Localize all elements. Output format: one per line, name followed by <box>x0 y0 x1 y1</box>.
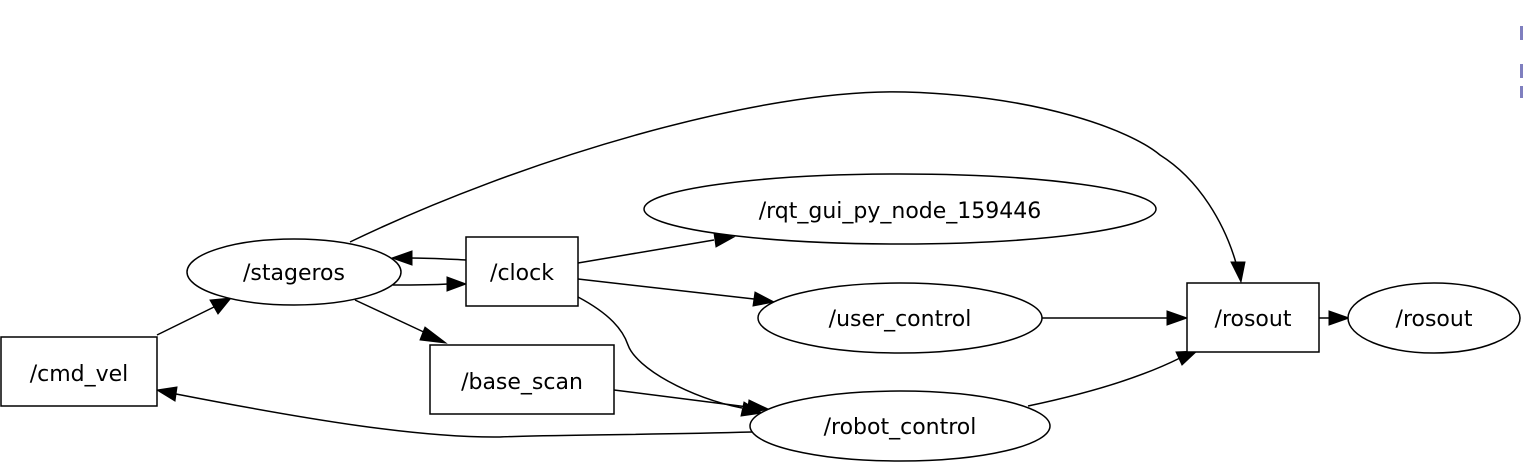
scroll-indicator-top[interactable] <box>1520 26 1523 40</box>
edge-stageros-to-rosout <box>349 91 1246 284</box>
ros-node-user-control[interactable]: /user_control <box>757 282 1043 354</box>
edge-rosout-topic-to-rosout-node <box>1319 310 1351 326</box>
ros-node-rqt-gui[interactable]: /rqt_gui_py_node_159446 <box>643 173 1157 245</box>
edge-stageros-to-clock <box>392 276 468 292</box>
edge-user-control-to-rosout <box>1042 310 1189 326</box>
topic-node-clock[interactable]: /clock <box>465 236 579 307</box>
node-label: /rosout <box>1396 307 1473 332</box>
ros-node-stageros[interactable]: /stageros <box>186 238 402 306</box>
node-label: /user_control <box>829 307 972 332</box>
node-label: /rqt_gui_py_node_159446 <box>759 199 1042 224</box>
edge-clock-to-stageros <box>390 250 467 266</box>
node-label: /base_scan <box>461 370 583 395</box>
topic-node-cmd-vel[interactable]: /cmd_vel <box>0 336 158 407</box>
edge-clock-to-rqt-gui <box>577 232 736 264</box>
edge-robot-control-to-cmd-vel <box>155 386 753 438</box>
edge-robot-control-to-rosout <box>1027 350 1199 407</box>
topic-node-base-scan[interactable]: /base_scan <box>429 344 615 415</box>
edges <box>155 91 1351 438</box>
edge-base-scan-to-robot-control <box>613 389 770 415</box>
node-label: /stageros <box>243 261 345 286</box>
scroll-indicator-bottom[interactable] <box>1520 86 1523 98</box>
node-label: /cmd_vel <box>30 362 129 387</box>
edge-clock-to-user-control <box>577 278 776 307</box>
scroll-indicator-middle[interactable] <box>1520 64 1523 78</box>
ros-node-rosout[interactable]: /rosout <box>1347 282 1521 354</box>
node-label: /rosout <box>1215 307 1292 332</box>
ros-node-robot-control[interactable]: /robot_control <box>749 390 1051 462</box>
edge-stageros-to-base-scan <box>354 299 448 344</box>
node-label: /clock <box>490 261 554 286</box>
nodes: /cmd_vel /stageros /clock /base_scan /rq… <box>0 173 1521 462</box>
edge-cmd-vel-to-stageros <box>156 297 233 336</box>
node-label: /robot_control <box>824 415 977 440</box>
topic-node-rosout[interactable]: /rosout <box>1186 282 1320 353</box>
